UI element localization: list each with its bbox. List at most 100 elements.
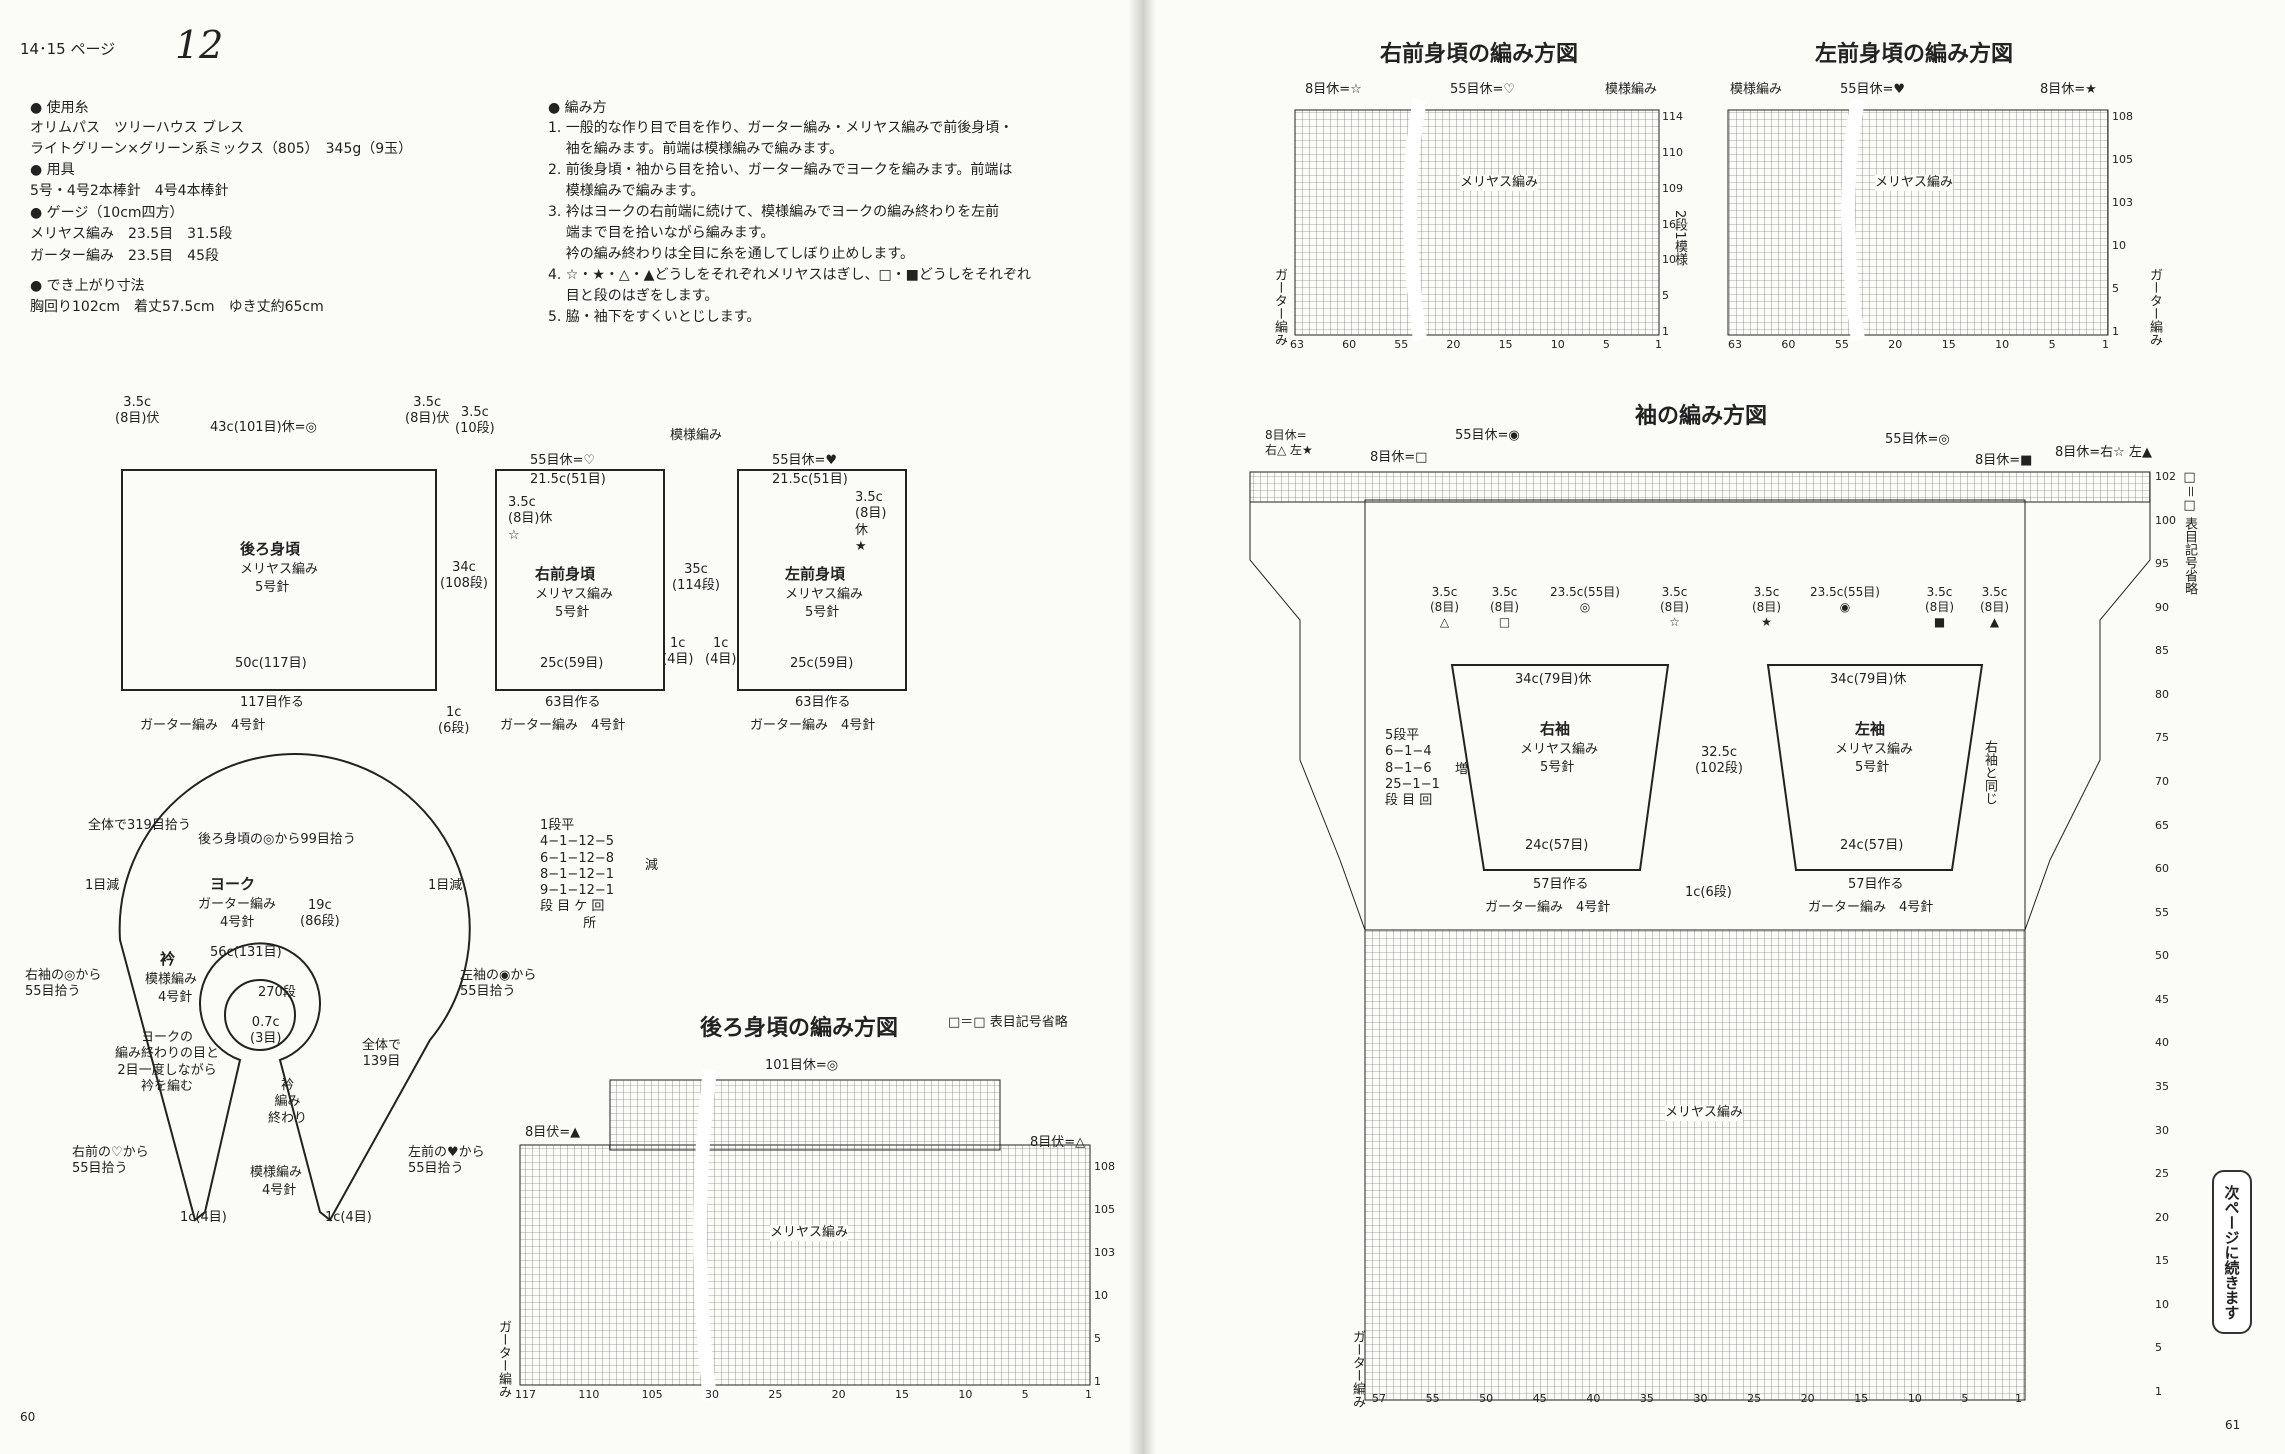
right-sleeve-band: ガーター編み 4号針	[1485, 900, 1611, 915]
rf-chart-mid-top: 55目休=♡	[1450, 82, 1516, 97]
left-sleeve-band: ガーター編み 4号針	[1808, 900, 1934, 915]
right-sleeve-mark: 3.5c (8目) ☆	[1660, 585, 1689, 629]
rf-chart-right-top: 模様編み	[1605, 82, 1658, 97]
right-sleeve-stitch: メリヤス編み	[1520, 742, 1599, 757]
rf-stitch: メリヤス編み	[535, 587, 614, 602]
tools-heading: ● 用具	[30, 162, 75, 178]
instruction-step-line: 目と段のはぎをします。	[548, 288, 719, 304]
left-sleeve-mark: 23.5c(55目) ◉	[1810, 585, 1880, 614]
y-tick-label: 55	[2155, 905, 2169, 919]
left-front-outline	[737, 469, 907, 691]
sleeve-chart-title: 袖の編み方図	[1635, 404, 1768, 429]
yoke-dec-left: 1目減	[85, 878, 120, 893]
x-tick-label: 20	[1446, 338, 1461, 351]
back-chart-left-bind: 8目伏=▲	[525, 1125, 581, 1140]
lf-title: 左前身頃	[785, 565, 846, 583]
x-tick-label: 60	[1781, 338, 1796, 351]
x-tick-label: 1	[1655, 338, 1662, 351]
left-sleeve-top: 34c(79目)休	[1830, 672, 1907, 687]
rf-top: 55目休=♡	[530, 453, 596, 468]
y-tick-label: 35	[2155, 1080, 2169, 1093]
continued-next-page-note: 次ページに続きます	[2212, 1170, 2252, 1334]
lf-edge: 1c (4目)	[705, 636, 737, 668]
lf-chart-title: 左前身頃の編み方図	[1815, 42, 2014, 67]
back-right-bind: 3.5c (8目)伏	[405, 395, 450, 427]
y-tick-label: 103	[2112, 196, 2133, 209]
x-tick-label: 1	[1085, 1388, 1092, 1401]
back-chart-right-bind: 8目伏=△	[1030, 1135, 1086, 1150]
lf-chart-mid-top: 55目休=♥	[1840, 82, 1906, 97]
x-tick-label: 15	[895, 1388, 909, 1401]
collar-needle: 4号針	[158, 990, 193, 1005]
y-tick-label: 5	[2155, 1341, 2162, 1355]
yoke-dec-table: 1段平 4−1−12−5 6−1−12−8 8−1−12−1 9−1−12−1 …	[540, 818, 615, 931]
collar-title: 衿	[160, 950, 176, 968]
same-as-right: 右袖と同じ	[1982, 740, 1997, 805]
y-tick-label: 110	[1662, 145, 1683, 159]
yoke-dec-right: 1目減	[428, 878, 463, 893]
y-tick-label: 109	[1662, 181, 1683, 195]
rf-chart-body: メリヤス編み	[1460, 175, 1539, 192]
x-tick-label: 15	[1941, 338, 1956, 351]
back-chart-upper-grid	[609, 1079, 1001, 1151]
yarn-line-2: ライトグリーン×グリーン系ミックス（805） 345g（9玉）	[30, 141, 413, 157]
yoke-total: 全体で319目拾う	[88, 818, 191, 833]
back-stitch: メリヤス編み	[240, 562, 319, 577]
right-sleeve-mark: 3.5c (8目) △	[1430, 585, 1459, 629]
y-tick-label: 10	[1662, 253, 1676, 267]
y-tick-label: 16	[1662, 217, 1676, 231]
x-tick-label: 57	[1372, 1392, 1386, 1405]
y-tick-label: 105	[1094, 1203, 1115, 1216]
yoke-title: ヨーク	[210, 875, 256, 893]
x-tick-label: 20	[1888, 338, 1903, 351]
rf-chart-band: ガーター編み	[1272, 268, 1287, 346]
size-line: 胸回り102cm 着丈57.5cm ゆき丈約65cm	[30, 299, 324, 315]
right-page-number: 61	[2225, 1418, 2241, 1432]
lf-chart-body: メリヤス編み	[1875, 175, 1954, 192]
right-sleeve-title: 右袖	[1540, 720, 1571, 738]
x-tick-label: 15	[1498, 338, 1513, 351]
x-tick-label: 55	[1425, 1392, 1440, 1405]
y-tick-label: 70	[2155, 775, 2169, 788]
back-needle: 5号針	[255, 580, 290, 595]
right-sleeve-bottom: 24c(57目)	[1525, 838, 1589, 853]
left-sleeve-mark: 3.5c (8目) ▲	[1980, 585, 2009, 629]
instruction-step-line: 袖を編みます。前端は模様編みで編みます。	[548, 141, 843, 157]
right-sleeve-mark: 3.5c (8目) □	[1490, 585, 1519, 629]
back-chart-legend: □＝□ 表目記号省略	[948, 1015, 1068, 1030]
yoke-circumference: 56c(131目)	[210, 945, 282, 960]
x-tick-label: 117	[515, 1388, 536, 1401]
yoke-right-front: 右前の♡から 55目拾う	[72, 1145, 149, 1177]
lf-chart-left-top: 模様編み	[1730, 82, 1783, 97]
y-tick-label: 95	[2155, 557, 2169, 571]
yoke-edge-right: 1c(4目)	[325, 1210, 372, 1225]
sleeve-top-right-1: 8目休=右☆ 左▲	[2055, 445, 2152, 460]
yoke-outline	[118, 753, 471, 1222]
x-tick-label: 25	[768, 1388, 783, 1401]
rf-rest: 3.5c (8目)休 ☆	[508, 495, 553, 543]
y-tick-label: 5	[2112, 282, 2119, 295]
yoke-note: ヨークの 編み終わりの目と 2目一度しながら 衿を編む	[115, 1030, 220, 1094]
left-sleeve-bottom: 24c(57目)	[1840, 838, 1904, 853]
y-tick-label: 10	[2112, 239, 2126, 252]
sleeve-chart-top-grid	[1249, 471, 2151, 503]
instruction-step-line: 2. 前後身頃・袖から目を拾い、ガーター編みでヨークを編みます。前端は	[548, 162, 1013, 178]
sleeve-chart-body: メリヤス編み	[1665, 1105, 1744, 1122]
sleeve-hem: 1c(6段)	[1685, 885, 1732, 900]
gauge-heading: ● ゲージ（10cm四方）	[30, 205, 184, 221]
lf-top: 55目休=♥	[772, 453, 838, 468]
left-front-chart-grid	[1727, 109, 2109, 336]
back-height: 34c (108段)	[440, 560, 488, 592]
y-tick-label: 1	[1094, 1375, 1101, 1388]
yoke-left-front: 左前の♥から 55目拾う	[408, 1145, 485, 1177]
right-front-outline	[495, 469, 665, 691]
yoke-stitch: ガーター編み	[198, 897, 277, 912]
left-sleeve-stitch: メリヤス編み	[1835, 742, 1914, 757]
y-tick-label: 80	[2155, 687, 2169, 701]
y-tick-label: 103	[1094, 1246, 1115, 1259]
sleeve-height: 32.5c (102段)	[1695, 745, 1743, 777]
back-title: 後ろ身頃	[240, 540, 301, 558]
lf-chart-band: ガーター編み	[2147, 268, 2162, 346]
x-tick-label: 10	[1995, 338, 2010, 351]
